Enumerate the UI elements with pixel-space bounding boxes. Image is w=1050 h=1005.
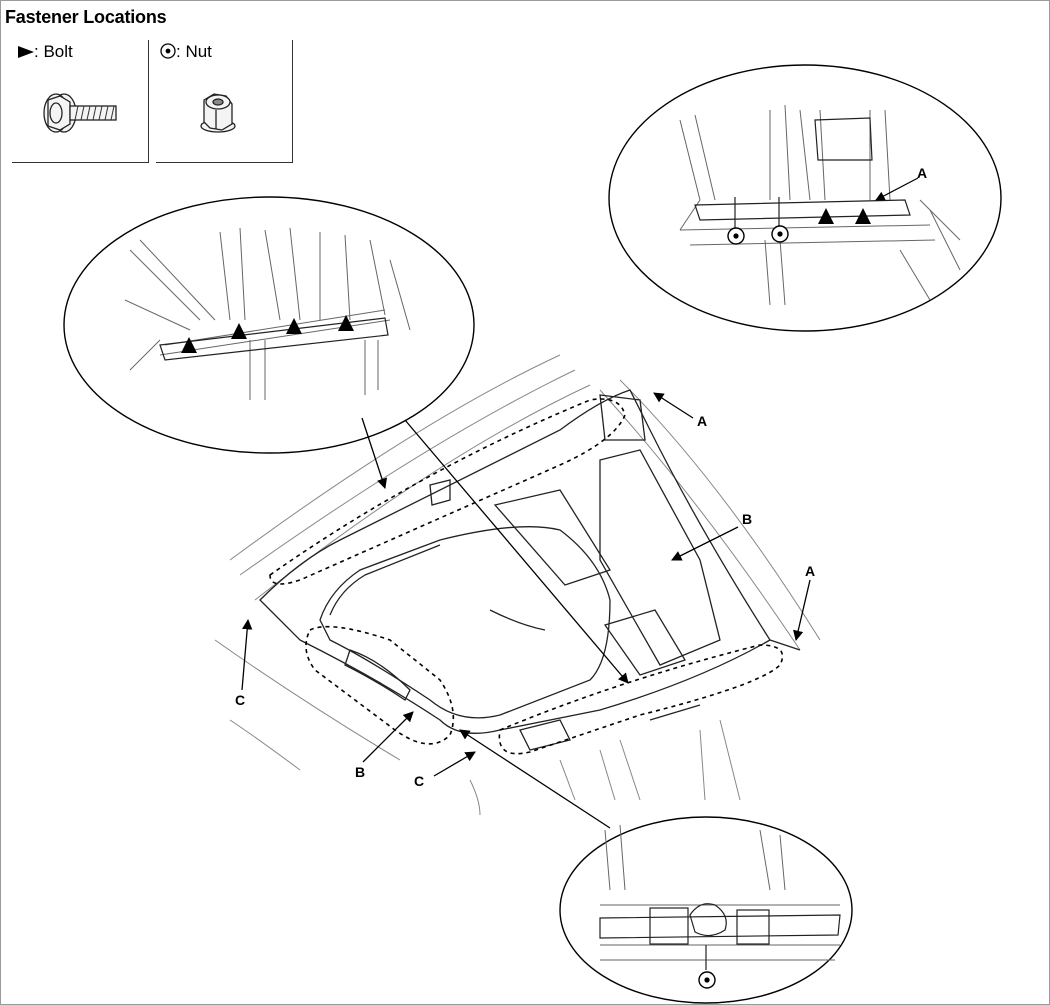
- bolt-markers-top-left: [181, 315, 354, 353]
- callout-a-detail: A: [917, 165, 927, 181]
- nut-illustration-icon: [200, 93, 236, 133]
- bolt-marker-icon: [855, 208, 871, 224]
- nut-markers-top-right: [727, 225, 789, 245]
- callout-arrows: [241, 392, 811, 777]
- bolt-markers-top-right: [818, 208, 871, 224]
- callout-b-right: B: [742, 511, 752, 527]
- legend-nut: : Nut: [160, 42, 212, 62]
- bolt-symbol-icon: [18, 46, 34, 58]
- leader-lines: [361, 417, 629, 829]
- nut-marker-icon: [727, 227, 745, 245]
- roof-panel: [259, 389, 801, 751]
- legend-nut-box: : Nut: [156, 40, 293, 163]
- nut-marker-icon: [771, 225, 789, 243]
- legend-bolt-label: : Bolt: [34, 42, 73, 61]
- bolt-marker-icon: [338, 315, 354, 331]
- callout-a-right: A: [805, 563, 815, 579]
- page-title: Fastener Locations: [5, 7, 167, 27]
- legend-nut-label: : Nut: [176, 42, 212, 61]
- legend-bolt: : Bolt: [18, 42, 73, 62]
- detail-circle-bottom: [559, 816, 853, 1004]
- legend-bolt-box: : Bolt: [12, 40, 149, 163]
- highlight-regions: [269, 398, 784, 755]
- bolt-marker-icon: [231, 323, 247, 339]
- callout-c-left: C: [235, 692, 245, 708]
- detail-circle-top-left: [63, 196, 475, 454]
- callout-b-bottom: B: [355, 764, 365, 780]
- bolt-illustration-icon: [43, 93, 117, 133]
- bolt-marker-icon: [286, 318, 302, 334]
- bolt-marker-icon: [818, 208, 834, 224]
- nut-symbol-icon: [160, 43, 176, 59]
- bolt-marker-icon: [181, 337, 197, 353]
- detail-circle-top-right: [608, 64, 1002, 332]
- callout-c-bottom: C: [414, 773, 424, 789]
- nut-marker-icon: [698, 971, 716, 989]
- callout-a-top: A: [697, 413, 707, 429]
- body-outline-lines: [214, 354, 821, 816]
